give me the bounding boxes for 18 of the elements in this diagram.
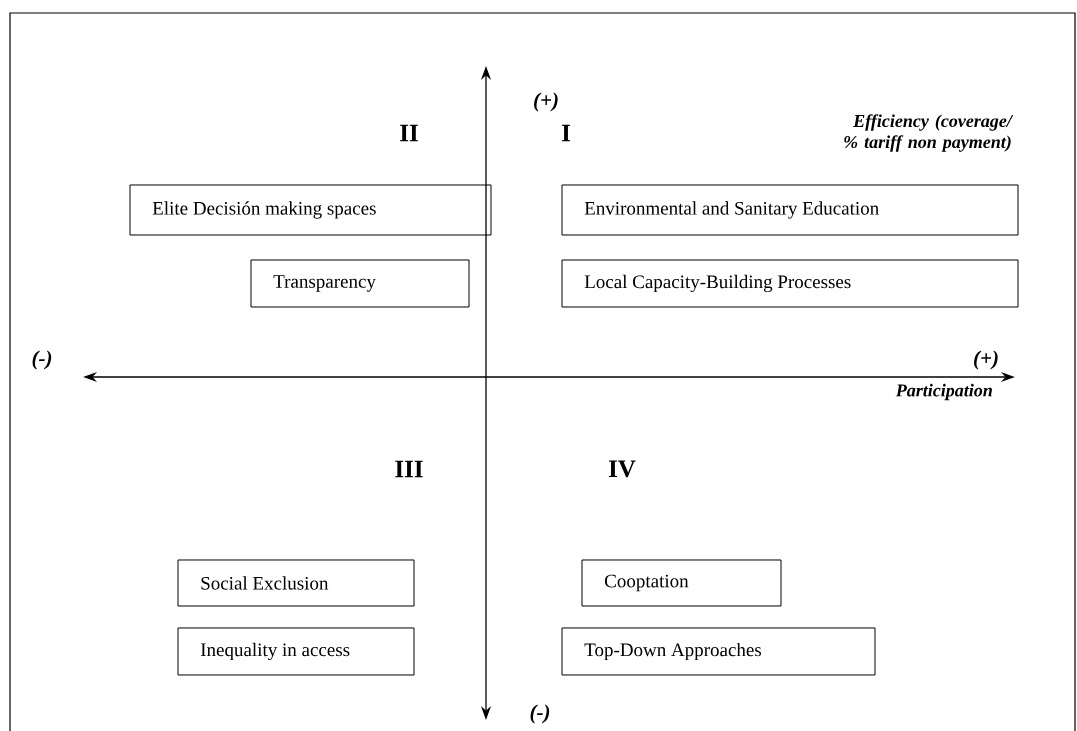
text-box: Social Exclusion	[177, 559, 415, 607]
quadrant-numeral: IV	[608, 460, 636, 478]
text-box: Inequality in access	[177, 627, 415, 676]
quadrant-numeral: I	[562, 124, 571, 142]
quadrant-numeral: II	[400, 124, 418, 142]
axis-end-label: (+)	[534, 92, 558, 112]
axis-end-label: (-)	[530, 704, 550, 724]
quadrant-numeral: III	[395, 460, 423, 478]
axis-title: Participation	[895, 383, 992, 401]
text-box: Top-Down Approaches	[561, 627, 876, 676]
axis-end-label: (+)	[974, 350, 998, 370]
axis-title: Efficiency (coverage/ % tariff non payment)	[844, 114, 1014, 152]
text-box: Environmental and Sanitary Education	[561, 184, 1019, 236]
text-box: Elite Decisión making spaces	[129, 184, 492, 236]
text-box: Cooptation	[581, 559, 782, 607]
text-box: Local Capacity-Building Processes	[561, 259, 1019, 308]
text-box: Transparency	[250, 259, 470, 308]
axis-end-label: (-)	[32, 350, 52, 370]
